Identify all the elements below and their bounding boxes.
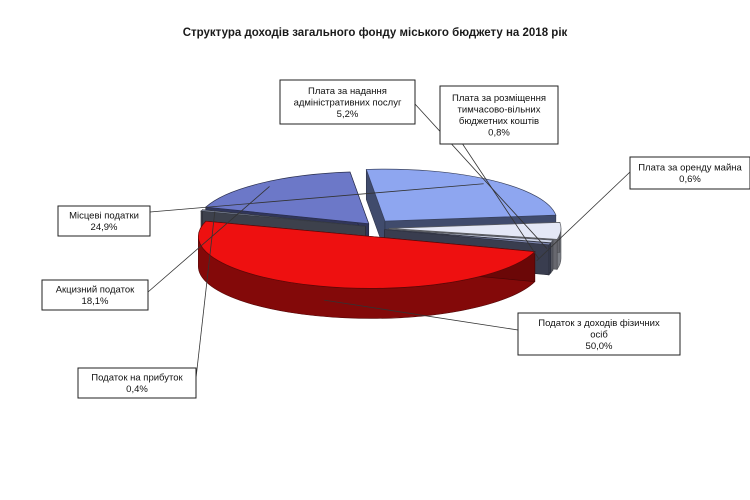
slice-value: 5,2% — [337, 109, 359, 120]
label-box — [517, 312, 681, 356]
pie-slices — [198, 168, 562, 319]
label-box — [279, 79, 416, 125]
slice-name: Податок з доходів фізичних — [538, 318, 660, 329]
slice-name: Місцеві податки — [69, 211, 139, 222]
slice-value: 0,8% — [488, 128, 510, 139]
slice-name: Акцизний податок — [56, 285, 135, 296]
leader-line — [536, 171, 631, 262]
slice-name: Плата за надання — [308, 86, 387, 97]
label-box — [629, 156, 750, 190]
leader-line — [195, 211, 216, 379]
label-box — [57, 205, 151, 237]
leader-line — [147, 186, 270, 293]
leader-line — [149, 183, 484, 213]
slice-name: Плата за оренду майна — [638, 163, 742, 174]
pie-labels: Податок з доходів фізичнихосіб50,0%Подат… — [41, 79, 750, 399]
pie-slice — [198, 220, 536, 319]
leader-line — [323, 299, 519, 331]
slice-name: осіб — [590, 329, 608, 340]
slice-value: 18,1% — [82, 296, 109, 307]
slice-name: Плата за розміщення — [452, 93, 546, 104]
slice-value: 0,6% — [679, 174, 701, 185]
slice-value: 24,9% — [91, 222, 118, 233]
label-box — [77, 367, 197, 399]
label-box — [41, 279, 149, 311]
slice-name: Податок на прибуток — [91, 373, 183, 384]
slice-name: адміністративних послуг — [294, 97, 402, 108]
chart-title: Структура доходів загального фонду міськ… — [183, 27, 568, 39]
slice-name: бюджетних коштів — [459, 116, 539, 127]
leader-line — [414, 103, 548, 249]
label-box — [439, 85, 559, 145]
slice-value: 50,0% — [586, 341, 613, 352]
slice-name: тимчасово-вільних — [458, 105, 541, 116]
slice-value: 0,4% — [126, 384, 148, 395]
slice-label: Плата за розміщеннятимчасово-вільнихбюдж… — [439, 85, 559, 259]
